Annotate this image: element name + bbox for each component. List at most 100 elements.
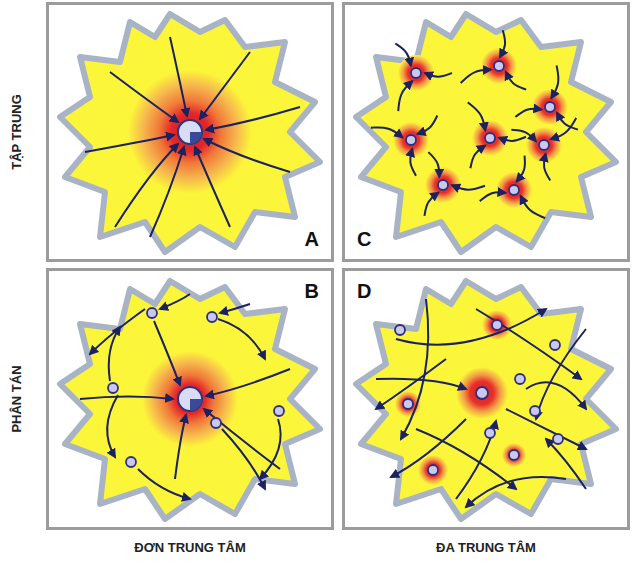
illustration-part [376,299,586,507]
panel-box: D [342,268,630,530]
illustration-part [545,102,555,112]
illustration-part [418,455,448,485]
illustration-part [546,439,586,489]
illustration-part [550,340,560,350]
panel-d-city [356,281,616,519]
illustration-part [222,429,265,489]
column-label: ĐA TRUNG TÂM [436,541,536,555]
illustration-part [376,359,446,409]
panel-letter: C [357,229,371,249]
illustration-part [85,135,174,152]
illustration-part [551,66,558,99]
illustration-part [536,329,586,419]
illustration-part [539,140,549,150]
panel-a-city [60,14,320,252]
illustration-part [206,107,300,130]
illustration-part [410,149,416,176]
illustration-part [509,450,519,460]
illustration-part [150,147,184,237]
illustration-part [395,320,563,475]
illustration-part [80,294,290,499]
row-label: TẬP TRUNG [10,94,24,170]
illustration-part [190,399,202,411]
illustration-part [403,399,413,409]
illustration-part [178,387,202,411]
illustration-part [461,70,491,83]
illustration-part [376,379,466,389]
illustration-part [506,72,526,90]
illustration-part [530,406,540,416]
illustration-part [126,457,136,467]
illustration-part [128,70,252,194]
illustration-part [500,30,505,57]
illustration-part [218,319,265,359]
illustration-part [398,55,434,91]
illustration-part [80,397,173,400]
illustration-part [517,156,525,182]
illustration-part [60,14,320,252]
illustration-part [416,429,516,489]
illustration-part [468,102,485,130]
illustration-part [398,81,412,111]
illustration-part [115,144,178,227]
illustration-part [476,387,488,399]
illustration-part [371,127,403,137]
illustration-part [406,135,416,145]
illustration-part [526,382,586,409]
illustration-part [452,185,485,189]
illustration-part [481,48,517,84]
illustration-part [395,44,410,66]
illustration-part [511,130,535,141]
illustration-part [211,418,221,428]
illustration-part [108,383,118,393]
illustration-part [85,37,300,237]
illustration-part [438,180,448,190]
panel-letter: D [357,281,371,301]
panel-box: C [342,2,630,262]
illustration-part [391,419,466,477]
illustration-part [274,406,284,416]
illustration-part [496,172,532,208]
illustration-part [456,367,508,419]
illustration-part [425,73,452,77]
illustration-part [170,37,187,116]
illustration-part [401,299,428,439]
panel-b-city [60,281,320,519]
illustration-part [356,14,616,252]
illustration-part [424,193,438,216]
illustration-part [492,320,502,330]
illustration-part [175,415,186,479]
illustration-part [485,428,495,438]
panel-box: B [46,268,334,530]
illustration-part [470,146,485,169]
illustration-part [515,374,525,384]
illustration-part [506,409,586,449]
illustration-part [207,312,217,322]
illustration-part [110,72,178,122]
illustration-part [142,351,238,447]
illustration-part [551,118,576,139]
illustration-part [485,133,495,143]
panel-c-city [356,14,616,252]
panel-letter: B [305,281,319,301]
illustration-part [494,61,504,71]
illustration-part [60,281,320,519]
illustration-part [521,196,546,218]
illustration-part [109,327,120,381]
illustration-part [195,147,230,227]
illustration-part [204,139,290,172]
illustration-part [204,409,280,469]
column-label: ĐƠN TRUNG TÂM [134,541,245,555]
illustration-part [466,477,566,507]
illustration-part [502,443,526,467]
illustration-part [190,132,202,144]
illustration-part [428,465,438,475]
illustration-part [160,294,190,309]
illustration-part [138,469,190,499]
panel-box: A [46,2,334,262]
illustration-part [418,115,438,133]
illustration-part [108,308,284,467]
illustration-part [544,154,550,181]
illustration-part [428,152,439,177]
